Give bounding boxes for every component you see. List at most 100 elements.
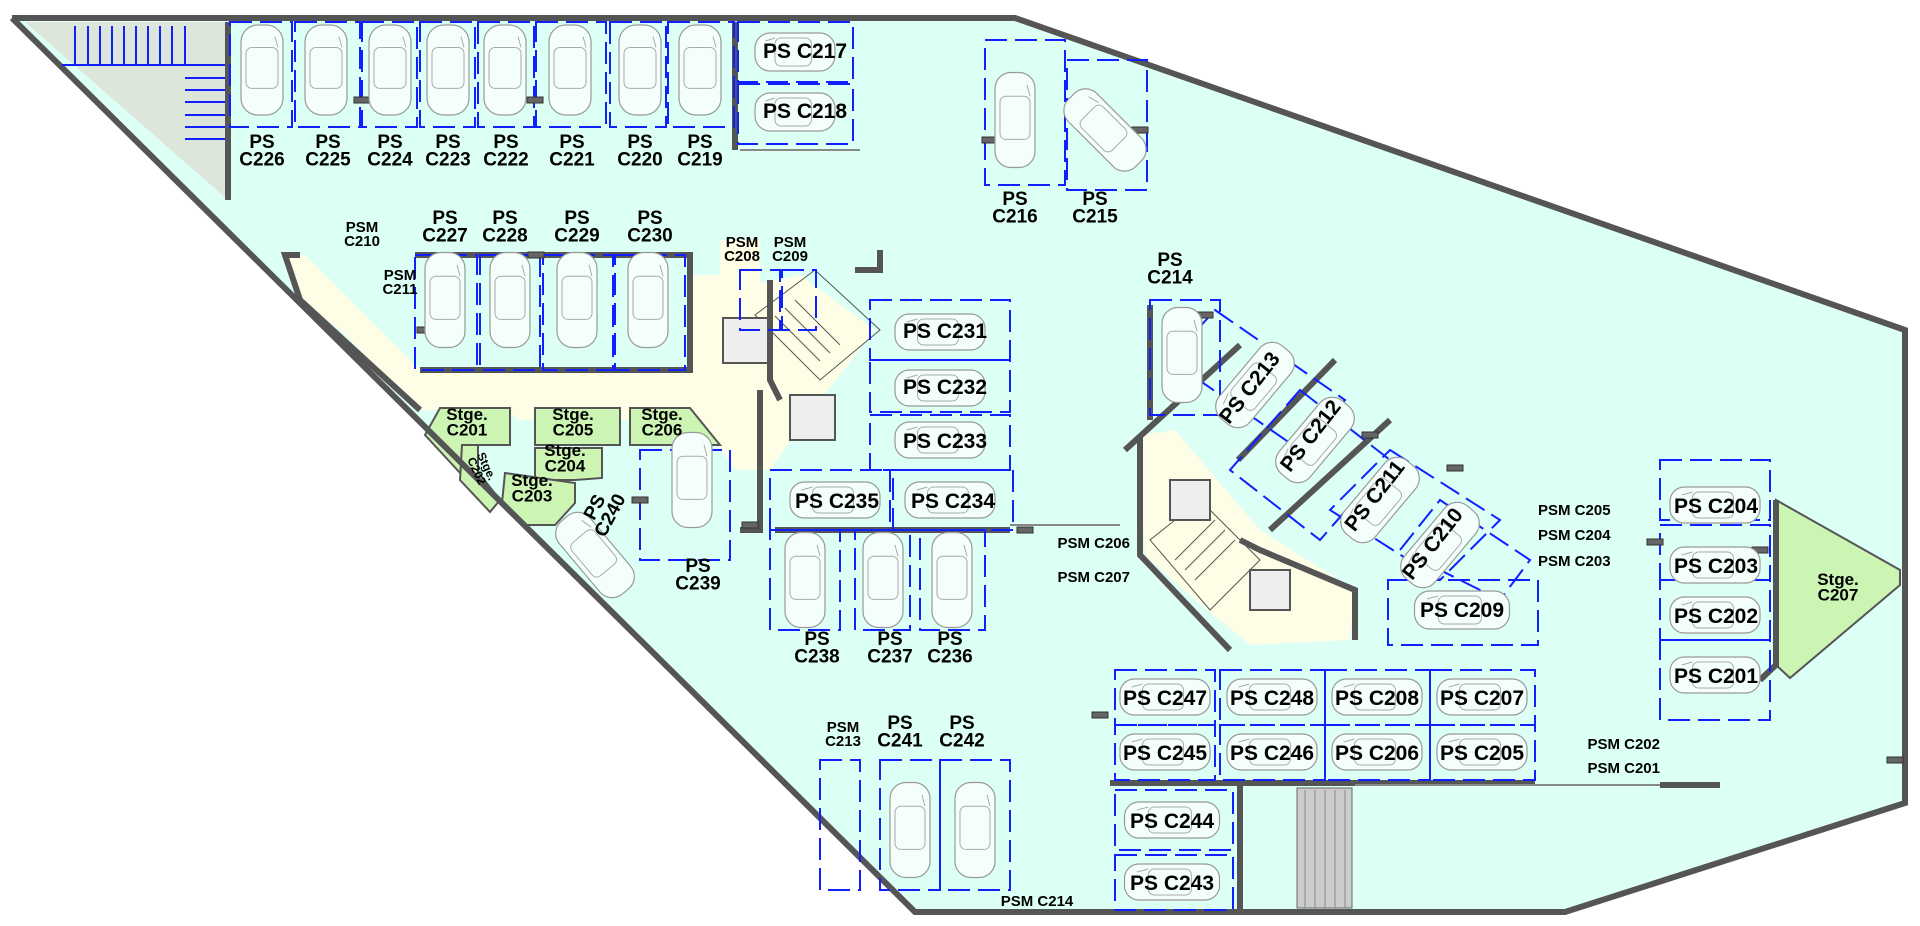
parking-bay: [1219, 724, 1326, 781]
parking-bay: [1429, 669, 1536, 726]
label-ps-c209: PS C209: [1420, 599, 1504, 622]
car-icon: [556, 251, 598, 349]
label-stge-c205: Stge.C205: [552, 405, 594, 440]
parking-bay: [1387, 579, 1539, 646]
label-ps-c206: PS C206: [1335, 742, 1419, 765]
label-psm-c207: PSM C207: [1057, 569, 1130, 586]
car-icon: [627, 251, 669, 349]
parking-bay: [667, 21, 735, 128]
label-psm-c206: PSM C206: [1057, 535, 1130, 552]
car-icon: [1669, 546, 1761, 584]
label-ps-c207: PS C207: [1440, 687, 1524, 710]
label-stge-c204: Stge.C204: [544, 441, 586, 476]
column: [527, 251, 545, 259]
car-icon: [240, 24, 284, 116]
parking-bay: [361, 21, 418, 128]
car-icon: [894, 313, 986, 351]
parking-bay: [1659, 639, 1771, 721]
parking-bay: [1066, 59, 1148, 191]
label-psm-c204: PSM C204: [1538, 527, 1611, 544]
parking-bay: [1324, 724, 1431, 781]
car-icon: [784, 531, 826, 629]
storage-c205: [534, 407, 621, 446]
car-icon: [1123, 801, 1221, 839]
car-icon: [1215, 341, 1295, 429]
car-icon: [424, 251, 466, 349]
label-ps-c248: PS C248: [1230, 687, 1314, 710]
car-icon: [894, 369, 986, 407]
label-ps-c244: PS C244: [1130, 810, 1214, 833]
parking-bay: [854, 529, 911, 631]
car-icon: [1161, 306, 1203, 404]
car-icon: [368, 24, 412, 116]
parking-bay: [1114, 854, 1234, 911]
parking-bay: [1219, 669, 1326, 726]
parking-bay: [609, 21, 667, 128]
label-ps-c218: PS C218: [763, 100, 847, 123]
car-icon: [1331, 733, 1423, 771]
car-icon: [555, 511, 635, 599]
bicycle-racks: [62, 26, 225, 140]
column: [1886, 756, 1904, 764]
car-icon: [1436, 678, 1528, 716]
parking-bay: [769, 529, 841, 631]
column: [1016, 526, 1034, 534]
parking-bay: [477, 21, 535, 128]
label-ps-c246: PS C246: [1230, 742, 1314, 765]
parking-bay: [419, 21, 476, 128]
parking-bay: [737, 21, 854, 83]
car-icon: [483, 24, 527, 116]
label-ps-c201: PS C201: [1674, 665, 1758, 688]
parking-bay-angled: [1328, 448, 1502, 582]
label-psm-c205: PSM C205: [1538, 502, 1611, 519]
label-stge-c201: Stge.C201: [446, 405, 488, 440]
label-ps-c233: PS C233: [903, 430, 987, 453]
parking-bay: [1659, 579, 1771, 641]
label-ps-c208: PS C208: [1335, 687, 1419, 710]
label-psm-c203: PSM C203: [1538, 553, 1611, 570]
column: [1446, 464, 1464, 472]
car-icon: [1119, 678, 1211, 716]
ramp: [1296, 787, 1353, 909]
car-icon: [489, 251, 531, 349]
parking-bay-angled: [1228, 388, 1392, 542]
column: [1646, 538, 1664, 546]
parking-bay: [739, 269, 781, 331]
label-ps-c232: PS C232: [903, 376, 987, 399]
label-ps-c204: PS C204: [1674, 495, 1758, 518]
car-icon: [426, 24, 470, 116]
column: [741, 521, 759, 529]
car-icon: [618, 24, 662, 116]
parking-bay: [1324, 669, 1431, 726]
car-icon: [671, 431, 713, 529]
car-icon: [1331, 678, 1423, 716]
stair-core-2: [1149, 479, 1291, 611]
car-icon: [1226, 733, 1318, 771]
car-icon: [1119, 733, 1211, 771]
car-icon: [754, 32, 836, 72]
car-icon: [1340, 456, 1420, 544]
label-psm-c202: PSM C202: [1587, 736, 1660, 753]
car-icon: [862, 531, 904, 629]
column: [353, 96, 371, 104]
